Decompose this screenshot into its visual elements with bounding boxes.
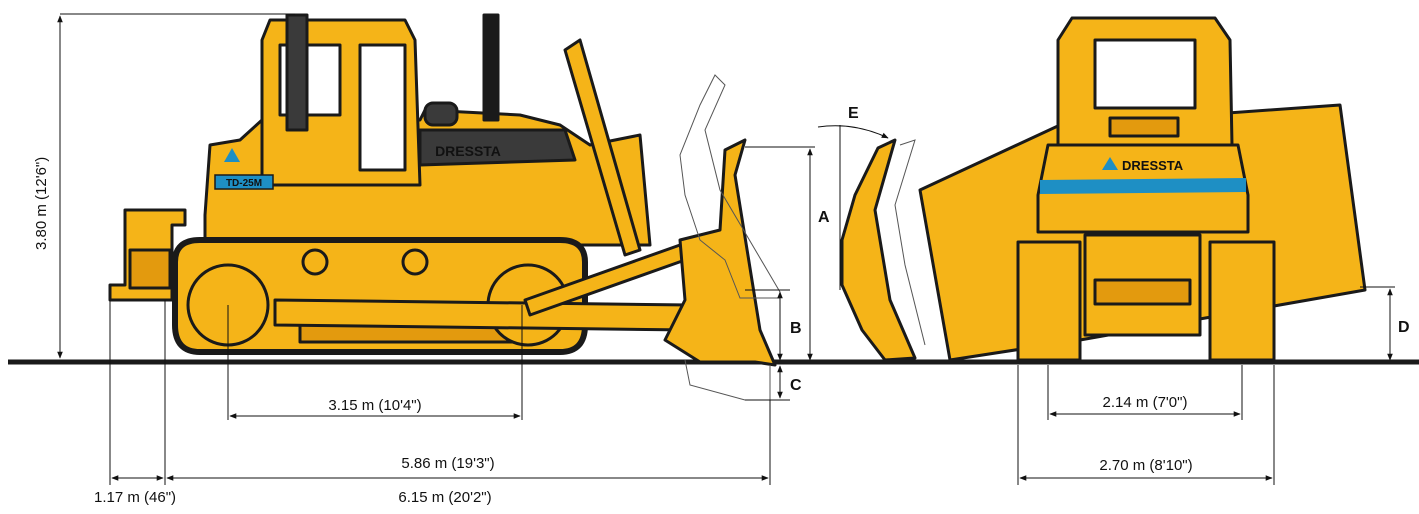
dozer-front-view: [918, 16, 1367, 362]
brand-mark-icon: [1102, 157, 1118, 170]
side-logo-plate: TD-25M DRESSTA: [214, 143, 501, 190]
track-gauge-label: 2.14 m (7'0"): [1103, 394, 1188, 411]
blade-label-e: E: [848, 105, 859, 122]
dozer-side-view: [108, 13, 777, 367]
blade-pitch-outline: [894, 139, 926, 346]
blade-label-d: D: [1398, 319, 1410, 336]
blade-drop-outline: [684, 359, 771, 401]
front-logo: DRESSTA: [1102, 157, 1184, 173]
blade-pitch-view: [840, 138, 917, 362]
blade-tilt-outline: [679, 74, 781, 299]
hood-brand-label: DRESSTA: [435, 143, 501, 159]
height-label: 3.80 m (12'6"): [33, 157, 50, 250]
front-brand-label: DRESSTA: [1122, 158, 1184, 173]
brand-mark-icon: [224, 148, 240, 162]
overall-width-label: 2.70 m (8'10"): [1099, 457, 1192, 474]
overall-length-label: 6.15 m (20'2"): [398, 489, 491, 506]
model-label: TD-25M: [226, 178, 262, 189]
pitch-angle-e-arc: [817, 125, 889, 139]
length-no-ripper-label: 5.86 m (19'3"): [401, 455, 494, 472]
rear-overhang-label: 1.17 m (46"): [94, 489, 176, 506]
blade-label-b: B: [790, 320, 802, 337]
track-centers-label: 3.15 m (10'4"): [328, 397, 421, 414]
blade-label-c: C: [790, 377, 802, 394]
blade-label-a: A: [818, 209, 830, 226]
